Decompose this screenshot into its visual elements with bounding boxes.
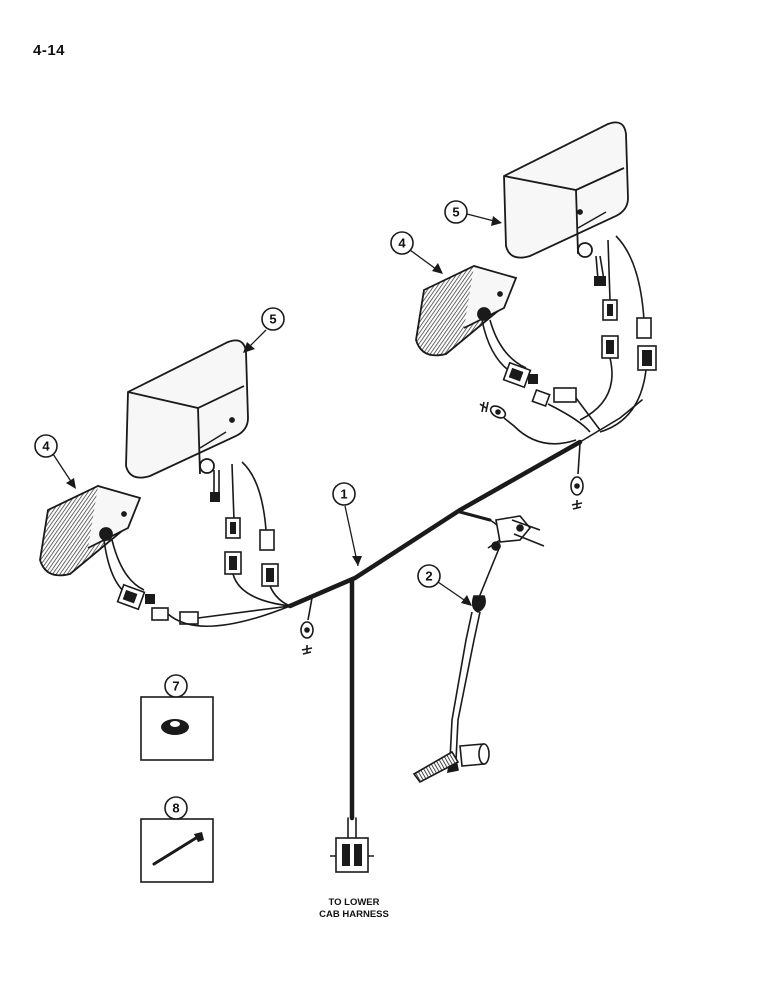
ground-terminal-left (300, 597, 314, 655)
small-lamp-left-wiring (103, 539, 291, 628)
switch-assembly (412, 515, 545, 784)
lower-cab-connector (330, 837, 374, 873)
small-lamp-right-wiring (481, 319, 601, 433)
callout-label-7: 7 (172, 679, 179, 694)
cable-tie-item (140, 818, 214, 883)
lower-cab-note: TO LOWER CAB HARNESS (319, 897, 389, 920)
main-harness (287, 399, 643, 841)
callout-4-left: 4 (34, 434, 76, 489)
callout-2: 2 (417, 564, 472, 606)
ground-terminal-right (570, 443, 584, 510)
callout-5-right: 5 (444, 200, 502, 226)
note-line-2: CAB HARNESS (319, 909, 389, 920)
large-lamp-right (503, 121, 629, 259)
callout-label-1: 1 (340, 487, 347, 502)
callout-label-2: 2 (425, 569, 432, 584)
callout-label-5-right: 5 (452, 205, 459, 220)
page-number: 4-14 (33, 42, 66, 59)
grommet-item (140, 696, 214, 761)
note-line-1: TO LOWER (328, 897, 379, 908)
small-lamp-left (39, 485, 142, 577)
callout-label-8: 8 (172, 801, 179, 816)
callout-1: 1 (332, 482, 362, 567)
callout-4-right: 4 (390, 231, 443, 274)
large-lamp-right-wiring (579, 235, 657, 433)
ground-terminal-upper (479, 401, 577, 445)
large-lamp-left-wiring (210, 461, 291, 607)
callout-5-left: 5 (243, 307, 285, 353)
small-lamp-right (415, 265, 518, 357)
callout-8: 8 (164, 796, 188, 820)
large-lamp-left (125, 339, 249, 479)
callout-label-4-right: 4 (398, 236, 406, 251)
callout-label-5-left: 5 (269, 312, 276, 327)
callout-label-4-left: 4 (42, 439, 50, 454)
callout-7: 7 (164, 674, 188, 698)
